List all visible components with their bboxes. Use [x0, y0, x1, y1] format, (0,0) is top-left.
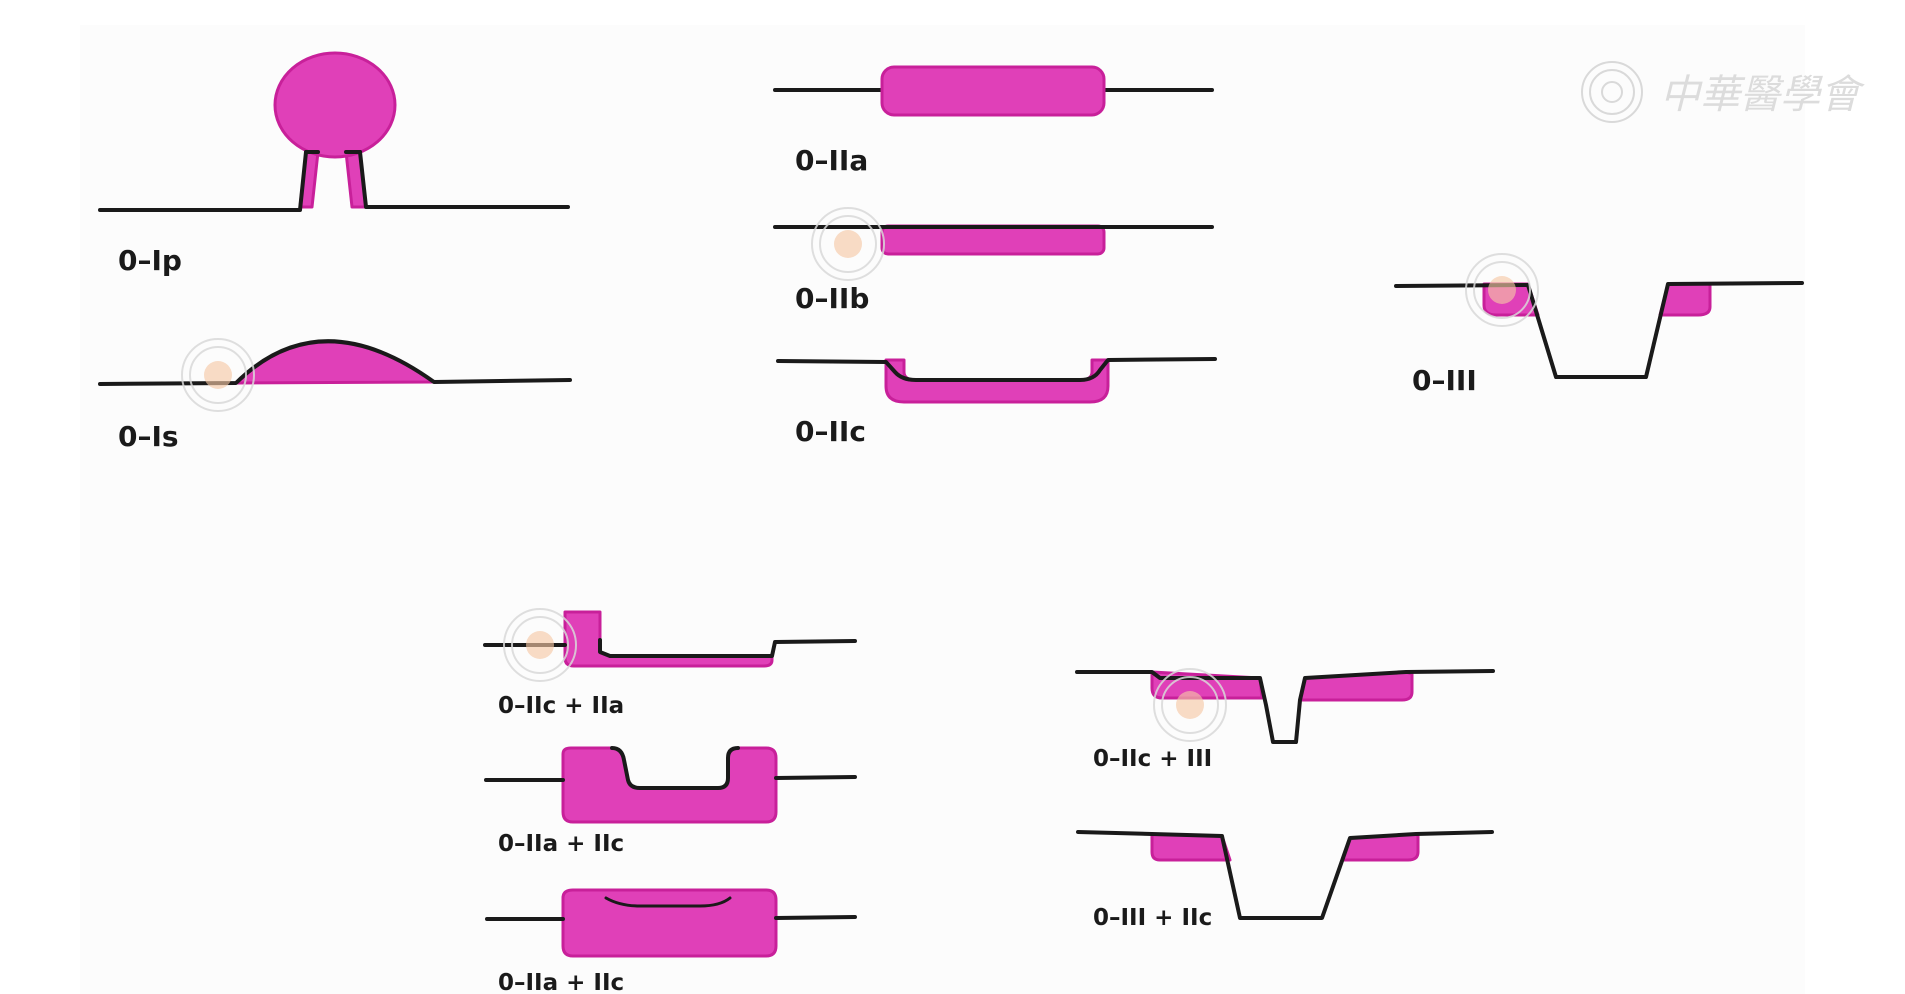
polyp-head	[273, 51, 397, 159]
label-0-iia-iic-1: 0–IIa + IIc	[498, 831, 624, 857]
mucosa-line	[98, 150, 570, 212]
label-0-iia-iic-2: 0–IIa + IIc	[498, 970, 624, 994]
label-0-ip: 0–Ip	[118, 244, 182, 277]
mixed-lesion-left	[1150, 832, 1232, 862]
cma-seal-icon	[1581, 61, 1643, 123]
mucosa-line	[1076, 830, 1494, 920]
mixed-lesion	[561, 888, 778, 958]
label-0-is: 0–Is	[118, 420, 179, 453]
type-0-ip-shape	[98, 51, 570, 212]
mucosa-line	[776, 357, 1217, 382]
cma-seal-icon	[503, 608, 577, 682]
ulcer-rim-right	[1658, 282, 1712, 317]
type-0-is-shape	[98, 339, 572, 386]
mucosa-line	[485, 915, 857, 921]
flat-lesion	[880, 224, 1106, 256]
label-0-iic-iia: 0–IIc + IIa	[498, 693, 624, 719]
watermark-seals	[181, 207, 1539, 742]
mixed-lesion-right	[1340, 832, 1420, 862]
label-0-iii-iic: 0–III + IIc	[1093, 905, 1212, 931]
type-0-iia-iic-2-shape	[485, 888, 857, 958]
label-0-iia: 0–IIa	[795, 144, 868, 177]
elevated-lesion	[880, 65, 1106, 117]
mucosa-line	[1075, 669, 1495, 744]
cma-seal-icon	[811, 207, 885, 281]
watermark-text: 中華醫學會	[1660, 72, 1865, 118]
cma-seal-icon	[1153, 668, 1227, 742]
type-0-iia-shape	[773, 65, 1214, 117]
mucosa-line	[484, 775, 857, 782]
label-0-iic: 0–IIc	[795, 415, 866, 448]
cma-seal-icon	[181, 338, 255, 412]
mucosa-line	[98, 339, 572, 386]
type-0-iic-shape	[776, 357, 1217, 404]
label-0-iic-iii: 0–IIc + III	[1093, 746, 1212, 772]
type-0-iib-shape	[773, 224, 1214, 256]
label-0-iii: 0–III	[1412, 364, 1477, 397]
mixed-lesion-right	[1298, 670, 1414, 702]
type-0-iii-iic-shape	[1076, 830, 1494, 920]
watermark-logo: 中華醫學會	[1581, 61, 1865, 123]
label-0-iib: 0–IIb	[795, 282, 869, 315]
diagram-panel	[80, 25, 1805, 994]
type-0-iia-iic-1-shape	[484, 746, 857, 824]
cma-seal-icon	[1465, 253, 1539, 327]
